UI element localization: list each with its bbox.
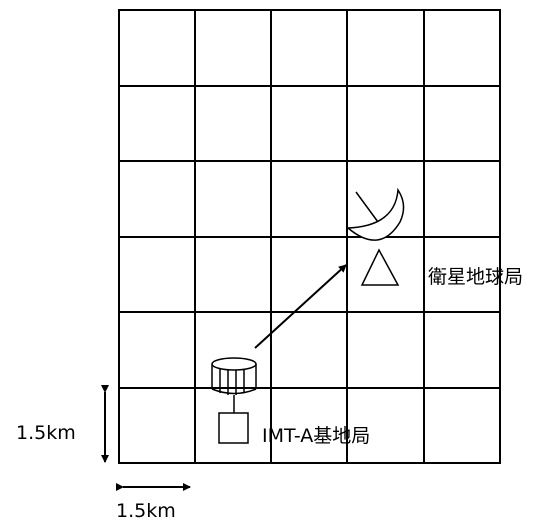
base-station-antenna-icon [211,357,257,444]
interference-arrow [254,264,347,349]
satellite-dish-icon [346,187,405,286]
map-grid [118,9,501,464]
vertical-scale-label: 1.5km [16,422,76,444]
satellite-station-label: 衛星地球局 [428,266,523,288]
base-station-label: IMT-A基地局 [262,425,370,447]
horizontal-scale-label: 1.5km [116,500,176,522]
